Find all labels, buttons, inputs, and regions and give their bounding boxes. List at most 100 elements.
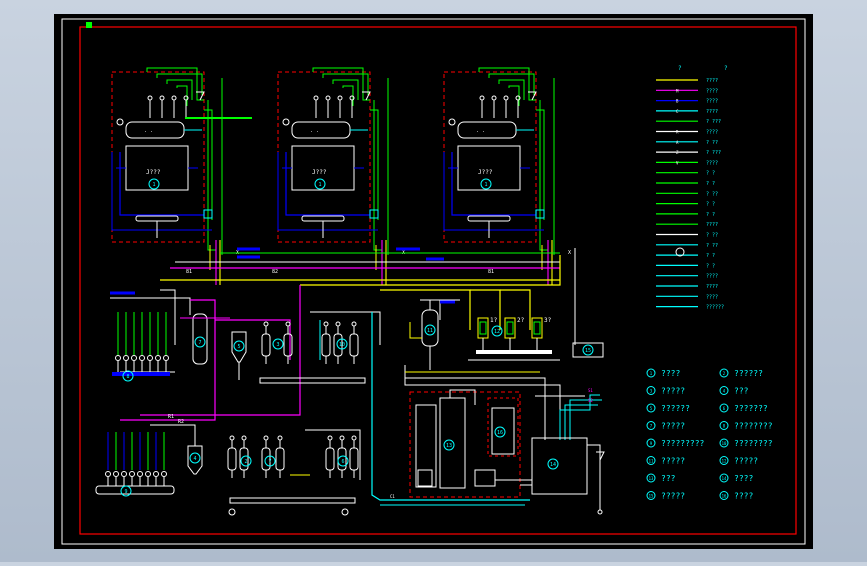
reactor-units: . .J???1X. .J???1X. .J???1X (111, 67, 571, 285)
line-legend-text-22: ?????? (706, 305, 724, 311)
pipe-tag-82: 82 (272, 269, 278, 275)
separator-11: 11 (409, 300, 455, 370)
equipment-legend-text-6: ??????? (734, 404, 768, 413)
line-legend-header-right: ? (724, 65, 728, 72)
equipment-legend-number-2: 2 (723, 371, 726, 376)
equipment-legend-number-5: 5 (650, 406, 653, 411)
equipment-legend-text-4: ??? (734, 387, 749, 396)
equipment-legend-text-16: ???? (734, 492, 753, 501)
line-legend-tag-2: B (676, 99, 679, 104)
bubble-15: 15 (585, 348, 591, 354)
equipment-legend-text-13: ??? (661, 474, 676, 483)
yellow-pump-line (300, 248, 576, 345)
bubble-7: 7 (198, 340, 201, 346)
pipe-tag-81b: 81 (488, 269, 494, 275)
condenser-dots: . . (476, 128, 485, 134)
equipment-legend-number-9: 9 (650, 441, 653, 446)
equipment-legend-number-12: 12 (722, 459, 727, 464)
reactor-unit-1: . .J???1X (111, 67, 239, 270)
equipment-legend-text-8: ???????? (734, 422, 773, 431)
pump-station: 1? 2? 3? 12 (468, 317, 560, 361)
line-legend-text-8: ???? (706, 160, 718, 166)
line-legend-text-13: ? ? (706, 212, 715, 218)
bubble-3: 3 (276, 342, 279, 348)
line-legend-text-5: ???? (706, 130, 718, 136)
ucs-icon (86, 22, 92, 28)
equipment-legend-text-2: ?????? (734, 369, 763, 378)
pipe-tag-c1: C1 (390, 494, 395, 499)
line-legend-text-0: ???? (706, 78, 718, 84)
equipment-legend-number-1: 1 (650, 371, 653, 376)
line-legend-header: ? (678, 65, 682, 72)
reactor-label-3: J??? (478, 169, 493, 176)
bubble-10: 10 (339, 342, 345, 348)
drawing-sheet (54, 14, 813, 549)
equipment-legend-number-14: 14 (722, 476, 727, 481)
line-legend-tag-7: Z (676, 150, 679, 155)
line-legend-text-17: ? ? (706, 253, 715, 259)
equipment-legend-number-11: 11 (649, 459, 654, 464)
line-legend-tag-1: M (676, 88, 679, 93)
equipment-legend-number-13: 13 (649, 476, 654, 481)
equipment-legend-number-3: 3 (650, 389, 653, 394)
signal-tag-1: S1 (588, 388, 593, 393)
line-legend-text-3: ???? (706, 109, 718, 115)
line-legend-text-9: ? ? (706, 171, 715, 177)
bubble-12: 12 (494, 329, 500, 335)
bubble-16: 16 (497, 430, 503, 436)
pump-label-2: 2? (517, 317, 525, 324)
cyan-lines: S1 S2 C1 (371, 312, 602, 506)
bubble-6: 6 (341, 459, 344, 465)
outer-frame (61, 18, 806, 545)
line-legend-tag-5: R (676, 130, 679, 135)
line-legend-text-20: ???? (706, 284, 718, 290)
control-section: 13 16 14 (409, 389, 605, 515)
equipment-legend-text-12: ????? (734, 457, 758, 466)
equipment-legend-number-10: 10 (722, 441, 727, 446)
equipment-legend-text-5: ?????? (661, 404, 690, 413)
condenser-dots: . . (310, 128, 319, 134)
line-legend-text-16: ? ?? (706, 243, 718, 249)
equipment-legend-text-10: ???????? (734, 439, 773, 448)
line-legend-text-12: ? ? (706, 202, 715, 208)
line-legend-text-4: ? ??? (706, 119, 721, 125)
equipment-legend-number-15: 15 (649, 494, 654, 499)
line-legend-text-6: ? ?? (706, 140, 718, 146)
equipment-legend-text-9: ????????? (661, 439, 705, 448)
bubble-7b: 7 (268, 459, 271, 465)
equipment-legend-text-11: ????? (661, 457, 685, 466)
bubble-9: 9 (124, 489, 127, 495)
line-legend-text-18: ? ? (706, 263, 715, 269)
pipe-tag-r1: R1 (168, 414, 174, 420)
line-legend-text-19: ???? (706, 274, 718, 280)
reactor-bubble-2: 1 (318, 182, 321, 188)
equipment-legend-number-7: 7 (650, 424, 653, 429)
line-legend-text-15: ? ?? (706, 233, 718, 239)
equipment-legend-number-4: 4 (723, 389, 726, 394)
bubble-8: 8 (126, 374, 129, 380)
feed-section-left: 8 7 (110, 285, 301, 421)
reactor-label-1: J??? (146, 169, 161, 176)
line-legend-text-1: ???? (706, 88, 718, 94)
line-legend-text-21: ???? (706, 294, 718, 300)
line-legend-text-10: ? ? (706, 181, 715, 187)
signal-tag-2: S2 (588, 398, 593, 403)
pump-label-3: 3? (544, 317, 552, 324)
bubble-11: 11 (427, 328, 433, 334)
line-type-legend: ? ? ???? M???? B???? C???? ? ??? R???? A ? ?? Z?… (656, 65, 728, 311)
reactor-label-2: J??? (312, 169, 327, 176)
equipment-legend-number-16: 16 (722, 494, 727, 499)
pipe-tag-r2: R2 (178, 419, 184, 425)
reactor-bubble-3: 1 (484, 182, 487, 188)
feed-section-lower: 9 4 R1 R2 2 7 6 (95, 414, 361, 516)
line-legend-tag-3: C (676, 109, 679, 114)
bubble-4: 4 (193, 456, 196, 462)
line-legend-text-7: ? ??? (706, 150, 721, 156)
line-legend-tag-6: A (676, 140, 679, 145)
line-legend-text-2: ???? (706, 99, 718, 105)
bubble-2: 2 (244, 459, 247, 465)
equipment-legend-text-7: ????? (661, 422, 685, 431)
title-border (79, 26, 797, 535)
bubble-13: 13 (446, 443, 452, 449)
